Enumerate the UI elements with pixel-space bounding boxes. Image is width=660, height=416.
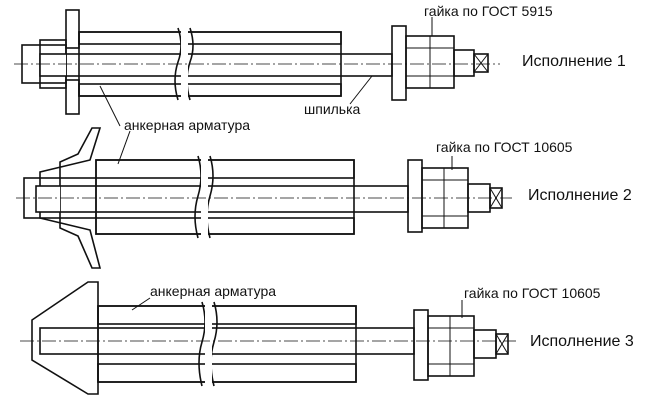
variant-2-drawing xyxy=(16,127,512,269)
variant-2-stud xyxy=(35,185,409,213)
label-variant-3: Исполнение 3 xyxy=(530,333,634,350)
label-nut-gost-10605-variant-3: гайка по ГОСТ 10605 xyxy=(464,285,601,301)
variant-3-nut xyxy=(427,315,475,377)
variant-1-plate-bottom xyxy=(65,79,80,115)
variant-3-washer xyxy=(413,309,429,381)
variant-1-plate-top xyxy=(65,9,80,49)
label-nut-gost-10605-variant-2: гайка по ГОСТ 10605 xyxy=(436,139,573,155)
variant-2-pipe xyxy=(95,159,355,235)
label-variant-2: Исполнение 2 xyxy=(528,187,632,204)
label-nut-gost-5915: гайка по ГОСТ 5915 xyxy=(424,3,553,19)
variant-1-stud xyxy=(39,53,393,77)
variant-3-drawing xyxy=(20,281,516,395)
label-anchor-reinforcement-3: анкерная арматура xyxy=(150,283,276,299)
variant-3-cone xyxy=(31,281,99,395)
variant-3-pipe xyxy=(97,305,357,383)
variant-1-washer xyxy=(391,25,407,101)
label-anchor-reinforcement-1: анкерная арматура xyxy=(124,117,250,133)
variant-2-washer xyxy=(407,159,423,233)
label-stud: шпилька xyxy=(304,101,361,117)
label-variant-1: Исполнение 1 xyxy=(522,53,626,70)
variant-2-cone xyxy=(39,127,102,269)
variant-1-drawing xyxy=(14,9,500,127)
